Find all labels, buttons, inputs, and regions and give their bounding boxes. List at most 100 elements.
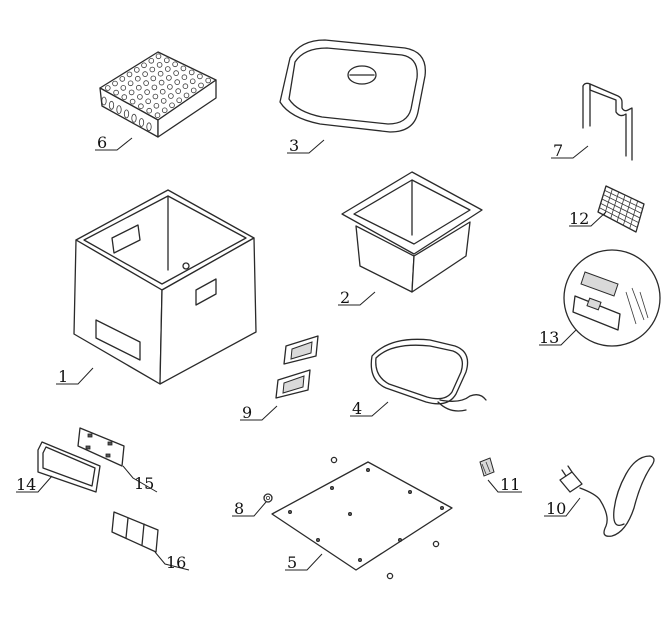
basket-hole: [156, 62, 163, 68]
basket-side-hole: [101, 96, 107, 106]
mounting-hole: [347, 512, 352, 517]
basket-hole: [151, 84, 158, 91]
part-3-lid: [279, 39, 426, 133]
label-part-4: 4: [352, 399, 362, 418]
basket-hole: [189, 78, 196, 85]
basket-hole: [113, 89, 119, 96]
part-10-power-cord: [559, 455, 655, 537]
part-12-mesh-panel: [597, 185, 645, 233]
basket-hole: [157, 70, 164, 77]
basket-hole: [190, 87, 197, 94]
leader-lines: [16, 137, 607, 571]
label-part-11: 11: [500, 475, 520, 494]
mounting-hole: [397, 538, 402, 543]
label-part-6: 6: [97, 133, 107, 152]
base-foot: [432, 540, 440, 548]
basket-hole: [205, 77, 212, 84]
basket-hole: [181, 74, 188, 80]
label-part-16: 16: [166, 553, 186, 572]
basket-side-hole: [116, 105, 122, 114]
basket-hole: [154, 112, 161, 118]
label-part-1: 1: [58, 367, 68, 386]
basket-hole: [149, 66, 156, 73]
basket-hole: [126, 71, 133, 78]
mounting-hole: [407, 489, 412, 494]
basket-hole: [134, 67, 140, 73]
basket-side-hole: [146, 122, 152, 132]
basket-hole: [120, 85, 127, 91]
basket-hole: [142, 71, 148, 77]
part-11-switch: [479, 457, 495, 477]
basket-hole: [161, 107, 168, 114]
basket-hole: [168, 93, 174, 99]
basket-hole: [143, 80, 149, 86]
base-foot: [386, 572, 394, 580]
basket-hole: [167, 84, 173, 90]
basket-hole: [158, 79, 165, 86]
basket-hole: [128, 89, 135, 96]
basket-hole: [180, 65, 187, 72]
basket-hole: [188, 69, 195, 76]
part-1-tank-body: [73, 189, 257, 385]
basket-hole: [169, 102, 175, 109]
basket-hole: [174, 79, 181, 85]
label-part-5: 5: [287, 553, 297, 572]
label-part-7: 7: [553, 141, 563, 160]
basket-hole: [197, 73, 203, 80]
mounting-hole: [357, 558, 362, 563]
part-15-cover-plate: [77, 427, 125, 467]
mounting-hole: [287, 509, 292, 514]
basket-side-hole: [108, 100, 115, 110]
mesh-line: [629, 200, 639, 229]
basket-hole: [127, 80, 134, 87]
basket-side-hole: [138, 118, 145, 127]
basket-hole: [146, 107, 153, 114]
basket-hole: [155, 53, 162, 60]
part-5-base-plate: [271, 456, 453, 580]
basket-hole: [182, 83, 189, 89]
basket-hole: [136, 84, 142, 91]
basket-hole: [159, 88, 166, 95]
basket-hole: [119, 76, 126, 82]
label-part-3: 3: [289, 136, 299, 155]
mounting-hole: [315, 538, 320, 543]
basket-hole: [121, 94, 128, 100]
label-part-8: 8: [234, 499, 244, 518]
basket-hole: [129, 98, 136, 105]
mounting-hole: [329, 485, 334, 490]
mounting-hole: [365, 467, 370, 472]
label-part-9: 9: [242, 403, 252, 422]
part-14-frame-gasket: [37, 441, 101, 493]
part-labels: 6 3 7 12 13 2 1 9 4 14 15 8 5 11 10 16: [16, 133, 589, 572]
basket-hole: [135, 75, 141, 82]
mounting-hole: [439, 505, 444, 510]
basket-hole: [172, 61, 178, 68]
basket-hole: [183, 92, 190, 99]
basket-hole: [112, 80, 118, 87]
basket-side-hole: [131, 113, 137, 123]
basket-hole: [175, 88, 182, 94]
part-6-perforated-basket: [99, 51, 217, 138]
label-part-10: 10: [546, 499, 566, 518]
basket-hole: [138, 103, 144, 109]
base-foot: [330, 456, 338, 464]
basket-hole: [153, 103, 160, 109]
part-7-heating-element: [582, 82, 633, 161]
basket-hole: [176, 97, 183, 104]
label-part-2: 2: [340, 288, 350, 307]
basket-side-hole: [123, 109, 130, 119]
label-part-13: 13: [539, 328, 559, 347]
basket-hole: [145, 98, 152, 105]
part-4-heating-pad: [370, 338, 487, 412]
part-13-control-panel-detail: [563, 249, 661, 347]
basket-hole: [148, 57, 155, 64]
basket-hole: [144, 89, 150, 95]
basket-hole: [164, 57, 170, 64]
part-16-small-panel: [111, 511, 159, 553]
basket-hole: [105, 85, 111, 91]
basket-hole: [152, 93, 159, 100]
label-part-15: 15: [134, 474, 154, 493]
basket-hole: [173, 70, 179, 76]
part-8-screw: [263, 493, 273, 503]
